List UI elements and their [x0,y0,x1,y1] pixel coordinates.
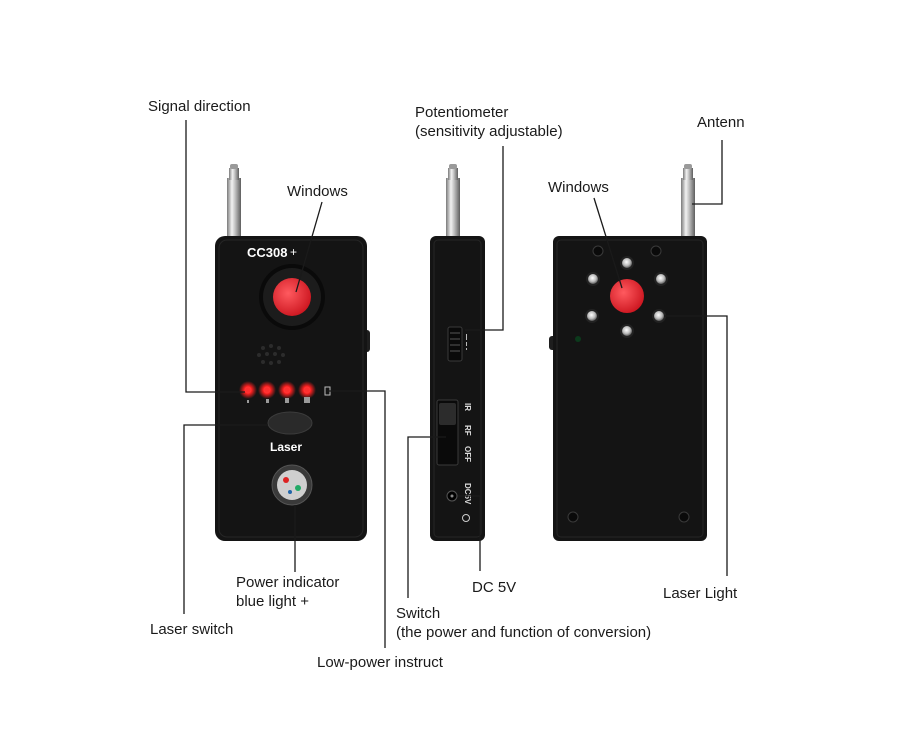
model-plus-text: + [290,245,297,259]
side-body [430,236,485,541]
laser-light-ring [585,256,668,338]
dc-port-pin [450,494,454,498]
side-antenna-tip [449,164,457,169]
potentiometer-scale [466,334,467,350]
led-scale-marks [247,397,310,403]
leader-switch [407,436,446,598]
side-device: IR RF OFF DC5V [430,164,485,541]
leader-laser-switch [183,424,268,614]
side-body-edge [433,239,482,538]
callout-laser-switch: Laser switch [150,621,234,638]
back-screws [567,245,690,523]
front-body-edge [218,239,364,538]
front-antenna-tip [230,164,238,169]
callout-antenn: Antenn [697,114,745,131]
callout-windows-front: Windows [287,183,348,200]
compass-mark [295,485,301,491]
callout-potentiometer: Potentiometer (sensitivity adjustable) [415,104,563,140]
compass-mark [283,477,289,483]
leader-potentiometer [465,146,504,331]
back-device [549,164,707,541]
callout-signal-direction: Signal direction [148,98,251,115]
signal-indicator-leds [239,381,316,399]
leader-dc-5v [458,495,481,571]
leader-windows-back [593,197,623,289]
front-device: CC308 + [215,164,370,541]
callout-switch: Switch (the power and function of conver… [396,605,652,641]
back-window-lens [610,279,644,313]
compass-mark [288,490,292,494]
back-body-edge [556,239,704,538]
potentiometer-ridges [450,332,460,352]
laser-button-label: Laser [270,440,302,454]
callout-low-power-instruct: Low-power instruct [317,654,443,671]
leader-low-power [327,390,386,648]
mode-switch-slider[interactable] [439,403,456,425]
callout-laser-light: Laser Light [663,585,738,602]
side-antenna-segment [448,168,458,180]
polarity-icon [462,514,470,522]
front-antenna [227,178,241,242]
leader-windows-front [295,201,323,293]
speaker-grille [257,344,285,365]
switch-label-rf: RF [463,425,472,436]
callout-dc-5v: DC 5V [472,579,517,596]
switch-label-ir: IR [463,403,472,411]
potentiometer-wheel[interactable] [447,326,463,362]
dc-port-text: DC5V [463,483,472,505]
front-window-lens [273,278,311,316]
model-text: CC308 [247,245,287,260]
switch-label-off: OFF [463,446,472,462]
side-antenna [446,178,460,242]
leader-laser-light [664,315,728,576]
back-antenna-segment [683,168,693,180]
callout-windows-back: Windows [548,179,609,196]
front-antenna-segment [229,168,239,180]
leader-signal-direction [185,120,245,393]
power-led [575,336,581,342]
leader-antenn [692,140,723,205]
laser-button[interactable] [267,411,313,435]
callout-leader-lines [183,120,728,648]
back-antenna-tip [684,164,692,169]
callout-power-indicator: Power indicator blue light + [236,574,340,610]
back-antenna [681,178,695,242]
compass-face [277,470,307,500]
